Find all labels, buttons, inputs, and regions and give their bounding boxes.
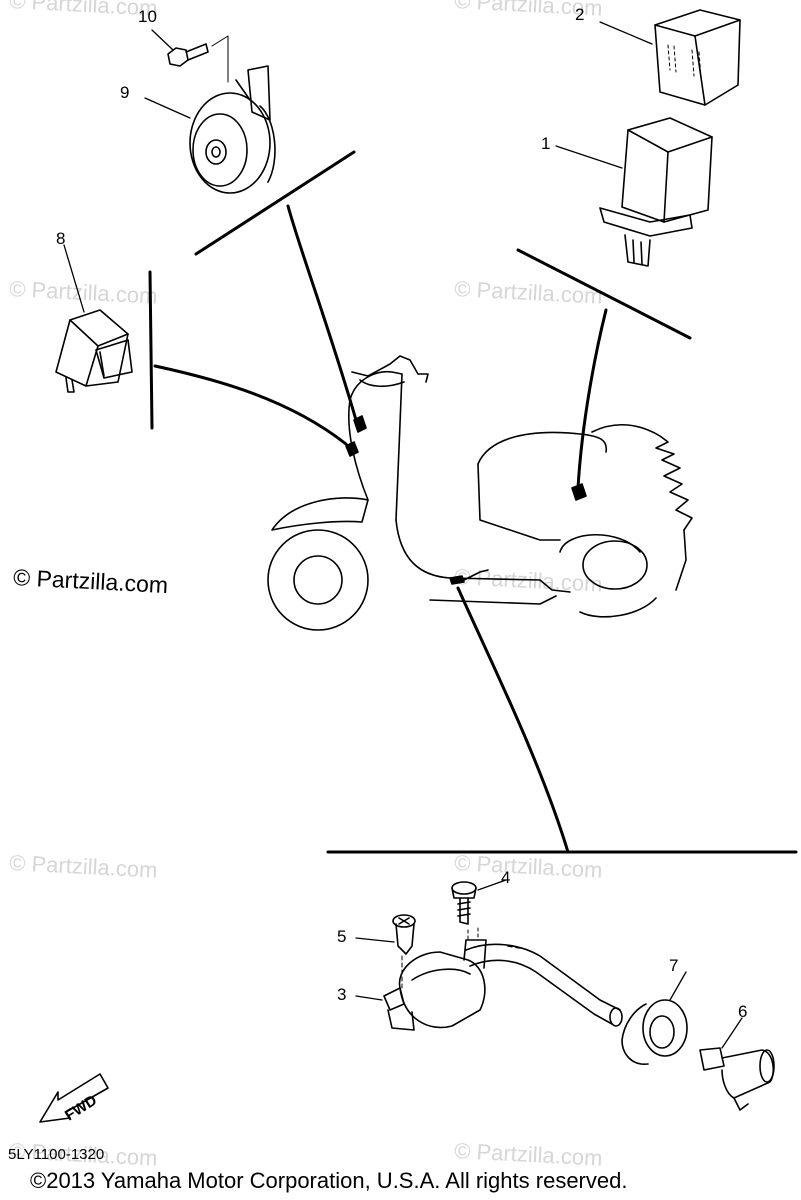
high-tension-cord xyxy=(465,943,623,1027)
part-1-relay xyxy=(555,117,713,267)
callout-8: 8 xyxy=(56,229,66,248)
callout-2: 2 xyxy=(575,5,585,24)
location-leaders xyxy=(148,150,798,854)
part-10-bolt xyxy=(151,29,209,67)
part-3-ignition-coil xyxy=(355,927,487,1031)
part-6-plug-cap xyxy=(699,1017,775,1111)
callout-10: 10 xyxy=(138,7,157,26)
part-8-flasher-relay xyxy=(55,244,133,393)
callout-4: 4 xyxy=(501,868,511,887)
part-9-horn xyxy=(144,35,276,194)
callout-7: 7 xyxy=(669,956,679,975)
fwd-arrow-icon xyxy=(39,1073,109,1123)
callout-1: 1 xyxy=(541,134,551,153)
scooter-silhouette xyxy=(267,355,693,631)
callout-3: 3 xyxy=(337,985,347,1004)
part-2-cover xyxy=(599,9,741,106)
callout-5: 5 xyxy=(337,927,347,946)
part-5-screw xyxy=(355,914,416,989)
part-7-cap xyxy=(621,971,688,1065)
part-4-bolt xyxy=(451,879,507,925)
diagram-code: 5LY1100-1320 xyxy=(8,1146,105,1163)
callout-9: 9 xyxy=(120,83,130,102)
callout-6: 6 xyxy=(738,1002,748,1021)
copyright-notice: ©2013 Yamaha Motor Corporation, U.S.A. A… xyxy=(30,1168,628,1193)
